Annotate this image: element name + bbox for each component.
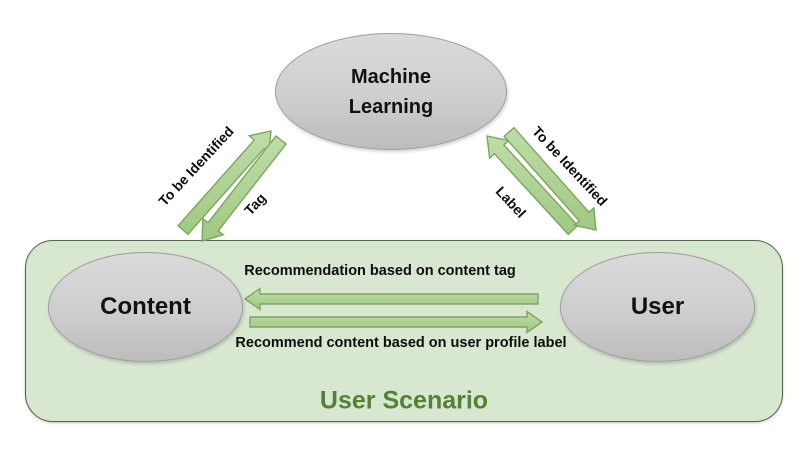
arrow-user-to-content [243, 287, 539, 311]
node-user-label: User [630, 293, 685, 320]
node-machine-learning-label: Machine Learning [348, 65, 434, 118]
node-machine-learning: Machine Learning [275, 33, 507, 150]
arrow-ml-to-user [503, 126, 597, 231]
edge-label-content-to-user: Recommend content based on user profile … [235, 335, 567, 351]
node-content-label: Content [100, 293, 191, 320]
node-content: Content [48, 252, 243, 362]
user-scenario-title: User Scenario [319, 386, 489, 415]
node-user: User [560, 252, 755, 362]
arrow-user-to-ml [486, 135, 579, 236]
arrow-content-to-user [249, 310, 544, 334]
edge-label-user-to-content: Recommendation based on content tag [244, 263, 516, 279]
arrow-ml-to-content [201, 135, 288, 242]
